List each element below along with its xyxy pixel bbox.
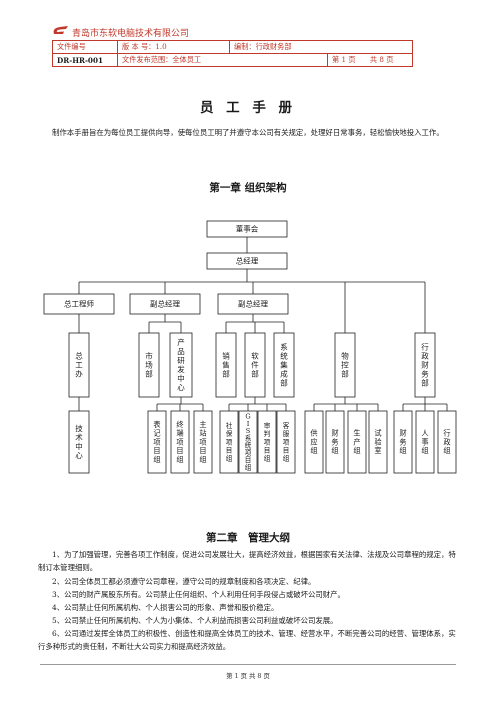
doc-no: DR-HR-001 [52,53,118,67]
org-box-mat-group-2 [347,410,367,474]
org-label-chief-engineer: 总工程师 [64,299,94,309]
org-box-soft-group-3 [276,410,296,474]
document-header-table: 文件编号 版 本 号：1.0 编制：行政财务部 DR-HR-001 文件发布范围… [52,40,413,67]
org-box-mat-group-0 [304,410,324,474]
rule-item: 4、公司禁止任何所属机构、个人损害公司的形象、声誉和股价稳定。 [52,603,279,612]
org-box-mat-group-1 [325,410,345,474]
org-label-dept-5: 系统集成部 [280,342,288,388]
org-box-soft-group-0 [219,410,239,474]
org-label-admin-group-0: 财务组 [399,429,406,455]
org-label-soft-group-2: 审判项目组 [264,421,271,462]
intro-paragraph: 制作本手册旨在为每位员工提供向导，使每位员工明了并遵守本公司有关规定，处理好日常… [52,128,444,137]
footer-divider [40,664,456,665]
rule-item: 3、公司的财产属股东所有。公司禁止任何组织、个人利用任何手段侵占或破坏公司财产。 [52,590,345,599]
org-box-admin-group-2 [437,410,457,474]
org-label-mat-group-3: 试验室 [374,429,381,455]
org-box-soft-group-1 [238,410,258,474]
org-label-soft-group-0: 社保项目组 [226,421,233,462]
rule-item: 2、公司全体员工都必须遵守公司章程，遵守公司的规章制度和各项决定、纪律。 [52,577,316,586]
page-footer: 第 1 页 共 8 页 [226,672,270,680]
org-box-dept-5 [273,332,295,398]
org-label-admin-group-1: 人事组 [421,429,428,455]
page-title: 员 工 手 册 [199,100,297,116]
rule-item: 5、公司禁止任何所属机构、个人为小集体、个人利益而损害公司利益或破坏公司发展。 [52,616,338,625]
org-label-dept-3: 销售部 [222,351,230,379]
org-box-mat-group-3 [368,410,388,474]
org-label-tech-center: 技术中心 [75,423,83,460]
org-box-rd-group-0 [147,410,167,474]
org-label-mat-group-1: 财务组 [331,429,338,455]
rule-item: 1、为了加强管理，完善各项工作制度，促进公司发展壮大，提高经济效益，根据国家有关… [38,550,456,572]
org-label-dept-6: 物控部 [341,351,349,379]
org-box-dept-1 [138,332,160,398]
org-label-gm: 总经理 [236,256,259,266]
chapter2-heading: 第二章 管理大纲 [206,532,290,544]
org-label-dept-7: 行政财务部 [421,342,429,388]
org-label-vgm2: 副总经理 [238,299,268,309]
company-logo-icon [53,26,68,34]
org-label-admin-group-2: 行政组 [443,429,450,455]
org-box-admin-group-0 [393,410,413,474]
org-label-rd-group-2: 主站项目组 [199,420,206,464]
org-label-mat-group-2: 生产组 [353,429,360,455]
org-label-rd-group-0: 表记项目组 [153,420,160,464]
company-name: 青岛市东软电脑技术有限公司 [72,29,190,39]
org-box-tech-center [68,410,90,474]
org-box-admin-group-1 [415,410,435,474]
org-label-dept-0: 总工办 [75,351,83,379]
org-label-dept-2: 产品研发中心 [177,337,185,392]
org-label-vgm1: 副总经理 [150,299,180,309]
scope: 文件发布范围：全体员工 [117,53,328,67]
org-label-dept-1: 市场部 [145,351,153,379]
page-info: 第 1 页 共 8 页 [327,53,413,67]
rule-item: 6、公司通过发挥全体员工的积极性、创造性和提高全体员工的技术、管理、经营水平，不… [38,629,456,651]
org-label-soft-group-3: 客服项目组 [283,421,290,462]
org-label-rd-group-1: 终端项目组 [176,420,184,464]
org-box-rd-group-2 [193,410,213,474]
org-label-dept-4: 软件部 [251,351,259,379]
org-label-board: 董事会 [236,224,259,234]
org-box-soft-group-2 [257,410,277,474]
org-box-rd-group-1 [170,410,190,474]
org-label-mat-group-0: 供应组 [310,429,317,455]
org-box-dept-3 [215,332,237,398]
chapter1-heading: 第一章 组织架构 [209,182,287,194]
